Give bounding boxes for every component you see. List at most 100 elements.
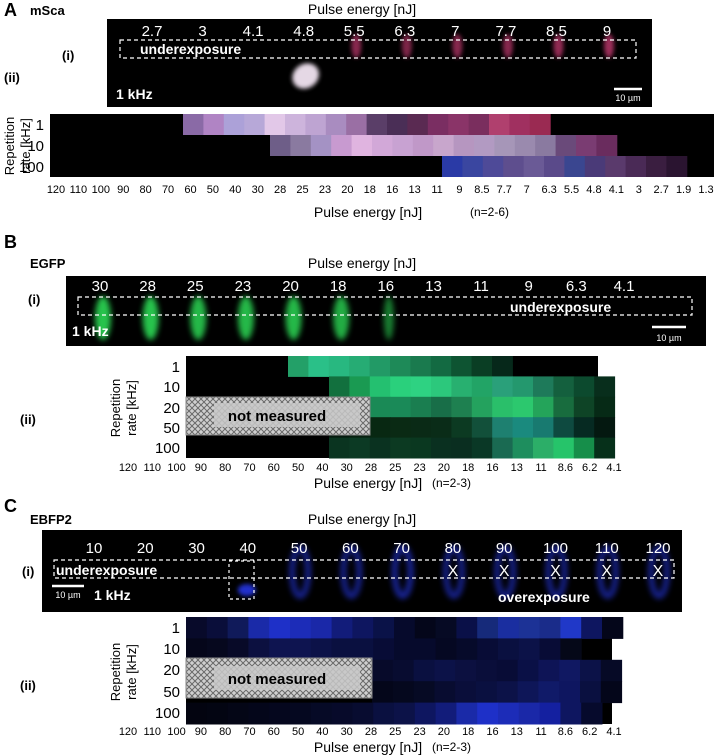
a-rate-2: 100 <box>19 159 44 176</box>
panel-c-y-title: Repetition rate [kHz] <box>108 643 139 702</box>
b-heat-cell-r4-11 <box>553 437 575 459</box>
a-heat-cell-r1-16 <box>596 135 618 156</box>
c-heat-cell-r4-16 <box>518 702 541 725</box>
a-xtick-4: 80 <box>140 184 152 196</box>
b-heat-cell-r4-1 <box>349 437 371 459</box>
c-rate-3: 50 <box>163 684 180 701</box>
a-heat-cell-r2-9 <box>625 156 647 177</box>
b-heat-cell-r1-13 <box>594 376 616 398</box>
panel-b-freq-label: 1 kHz <box>72 323 109 339</box>
c-heat-cell-r1-7 <box>331 638 353 661</box>
c-heat-cell-r4-11 <box>414 702 437 725</box>
a-energy-7: 7.7 <box>495 23 516 40</box>
a-heat-cell-r0-9 <box>366 114 388 135</box>
c-spot-10 <box>596 545 619 599</box>
a-heat-cell-r0-14 <box>468 114 490 135</box>
c-xtick-0: 120 <box>119 726 137 738</box>
b-heat-cell-r2-3 <box>390 396 412 418</box>
panel-a-underexposure-label: underexposure <box>140 41 241 57</box>
c-heat-cell-r0-20 <box>602 617 624 639</box>
panel-c-x-title: Pulse energy [nJ] <box>314 739 422 755</box>
c-xtick-16: 13 <box>511 726 523 738</box>
panel-a-freq-label: 1 kHz <box>116 86 153 102</box>
c-heat-cell-r1-14 <box>477 638 499 661</box>
b-heat-cell-r1-1 <box>349 376 371 398</box>
c-heat-cell-r0-18 <box>560 617 582 639</box>
b-heat-cell-r4-3 <box>390 437 412 459</box>
a-heat-cell-r2-2 <box>482 156 504 177</box>
c-heat-cell-r0-15 <box>498 617 520 639</box>
c-xtick-2: 100 <box>167 726 185 738</box>
b-heat-cell-r1-7 <box>471 376 493 398</box>
b-energy-8: 11 <box>473 278 489 295</box>
panel-a-protein: mSca <box>30 3 65 18</box>
a-heat-cell-r1-5 <box>372 135 393 156</box>
c-xtick-1: 110 <box>144 726 162 738</box>
c-x-mark-11: X <box>653 563 664 580</box>
a-heat-cell-r2-8 <box>605 156 627 177</box>
b-spot-6 <box>383 296 394 340</box>
c-xtick-13: 20 <box>438 726 450 738</box>
a-xtick-22: 6.3 <box>541 184 556 196</box>
b-rate-4: 100 <box>155 440 180 457</box>
c-heat-cell-r3-1 <box>392 681 415 704</box>
panel-b-n-label: (n=2-3) <box>432 476 471 490</box>
c-spot-6 <box>391 545 414 599</box>
panel-c-n-label: (n=2-3) <box>432 740 471 754</box>
c-heat-cell-r0-7 <box>331 617 353 639</box>
c-heat-cell-r2-4 <box>455 659 477 682</box>
c-heat-cell-r0-13 <box>456 617 478 639</box>
c-heat-cell-r0-0 <box>186 617 208 639</box>
c-heat-cell-r4-0 <box>186 702 208 725</box>
panel-b-row-ii: (ii) <box>20 412 36 427</box>
b-heat-cell-r2-10 <box>533 396 554 418</box>
c-heat-cell-r4-8 <box>352 702 374 725</box>
b-rate-3: 50 <box>163 420 180 437</box>
a-heat-cell-r1-13 <box>535 135 557 156</box>
c-heat-cell-r0-17 <box>539 617 561 639</box>
a-heat-cell-r1-8 <box>433 135 455 156</box>
c-heat-cell-r0-8 <box>352 617 374 639</box>
c-xtick-15: 16 <box>486 726 498 738</box>
c-heat-cell-r0-16 <box>518 617 541 639</box>
a-heat-cell-r2-7 <box>584 156 606 177</box>
b-heat-cell-r3-3 <box>390 417 412 439</box>
c-x-mark-8: X <box>499 563 510 580</box>
b-heat-cell-r3-12 <box>573 417 595 439</box>
c-heat-cell-r1-4 <box>269 638 291 661</box>
a-rate-0: 1 <box>36 117 44 134</box>
a-heat-cell-r0-5 <box>285 114 306 135</box>
c-energy-1: 20 <box>137 540 154 557</box>
a-heat-cell-r2-4 <box>523 156 545 177</box>
c-heat-cell-r0-14 <box>477 617 499 639</box>
c-xtick-6: 60 <box>268 726 280 738</box>
a-xtick-21: 7 <box>524 184 530 196</box>
a-heat-cell-r0-13 <box>448 114 470 135</box>
b-heat-cell-r2-5 <box>431 396 452 418</box>
c-heat-cell-r1-16 <box>518 638 541 661</box>
c-heat-cell-r1-13 <box>456 638 478 661</box>
c-xtick-8: 40 <box>316 726 328 738</box>
a-heat-cell-r0-7 <box>325 114 347 135</box>
b-energy-9: 9 <box>525 278 533 295</box>
c-xtick-19: 6.2 <box>582 726 597 738</box>
b-xtick-20: 4.1 <box>606 462 621 474</box>
panel-a-letter: A <box>4 0 17 20</box>
b-heat-cell-r0-5 <box>390 356 411 377</box>
a-heat-cell-r0-2 <box>223 114 245 135</box>
panel-b-protein: EGFP <box>30 256 66 271</box>
c-heat-cell-r3-2 <box>413 681 435 704</box>
c-heat-cell-r1-10 <box>394 638 416 661</box>
c-heat-cell-r1-5 <box>290 638 312 661</box>
a-heat-cell-r1-14 <box>555 135 577 156</box>
a-xtick-29: 1.3 <box>698 184 713 196</box>
c-heat-cell-r4-5 <box>290 702 312 725</box>
a-heat-cell-r1-6 <box>392 135 414 156</box>
c-energy-6: 70 <box>393 540 410 557</box>
a-heat-cell-r0-3 <box>244 114 266 135</box>
